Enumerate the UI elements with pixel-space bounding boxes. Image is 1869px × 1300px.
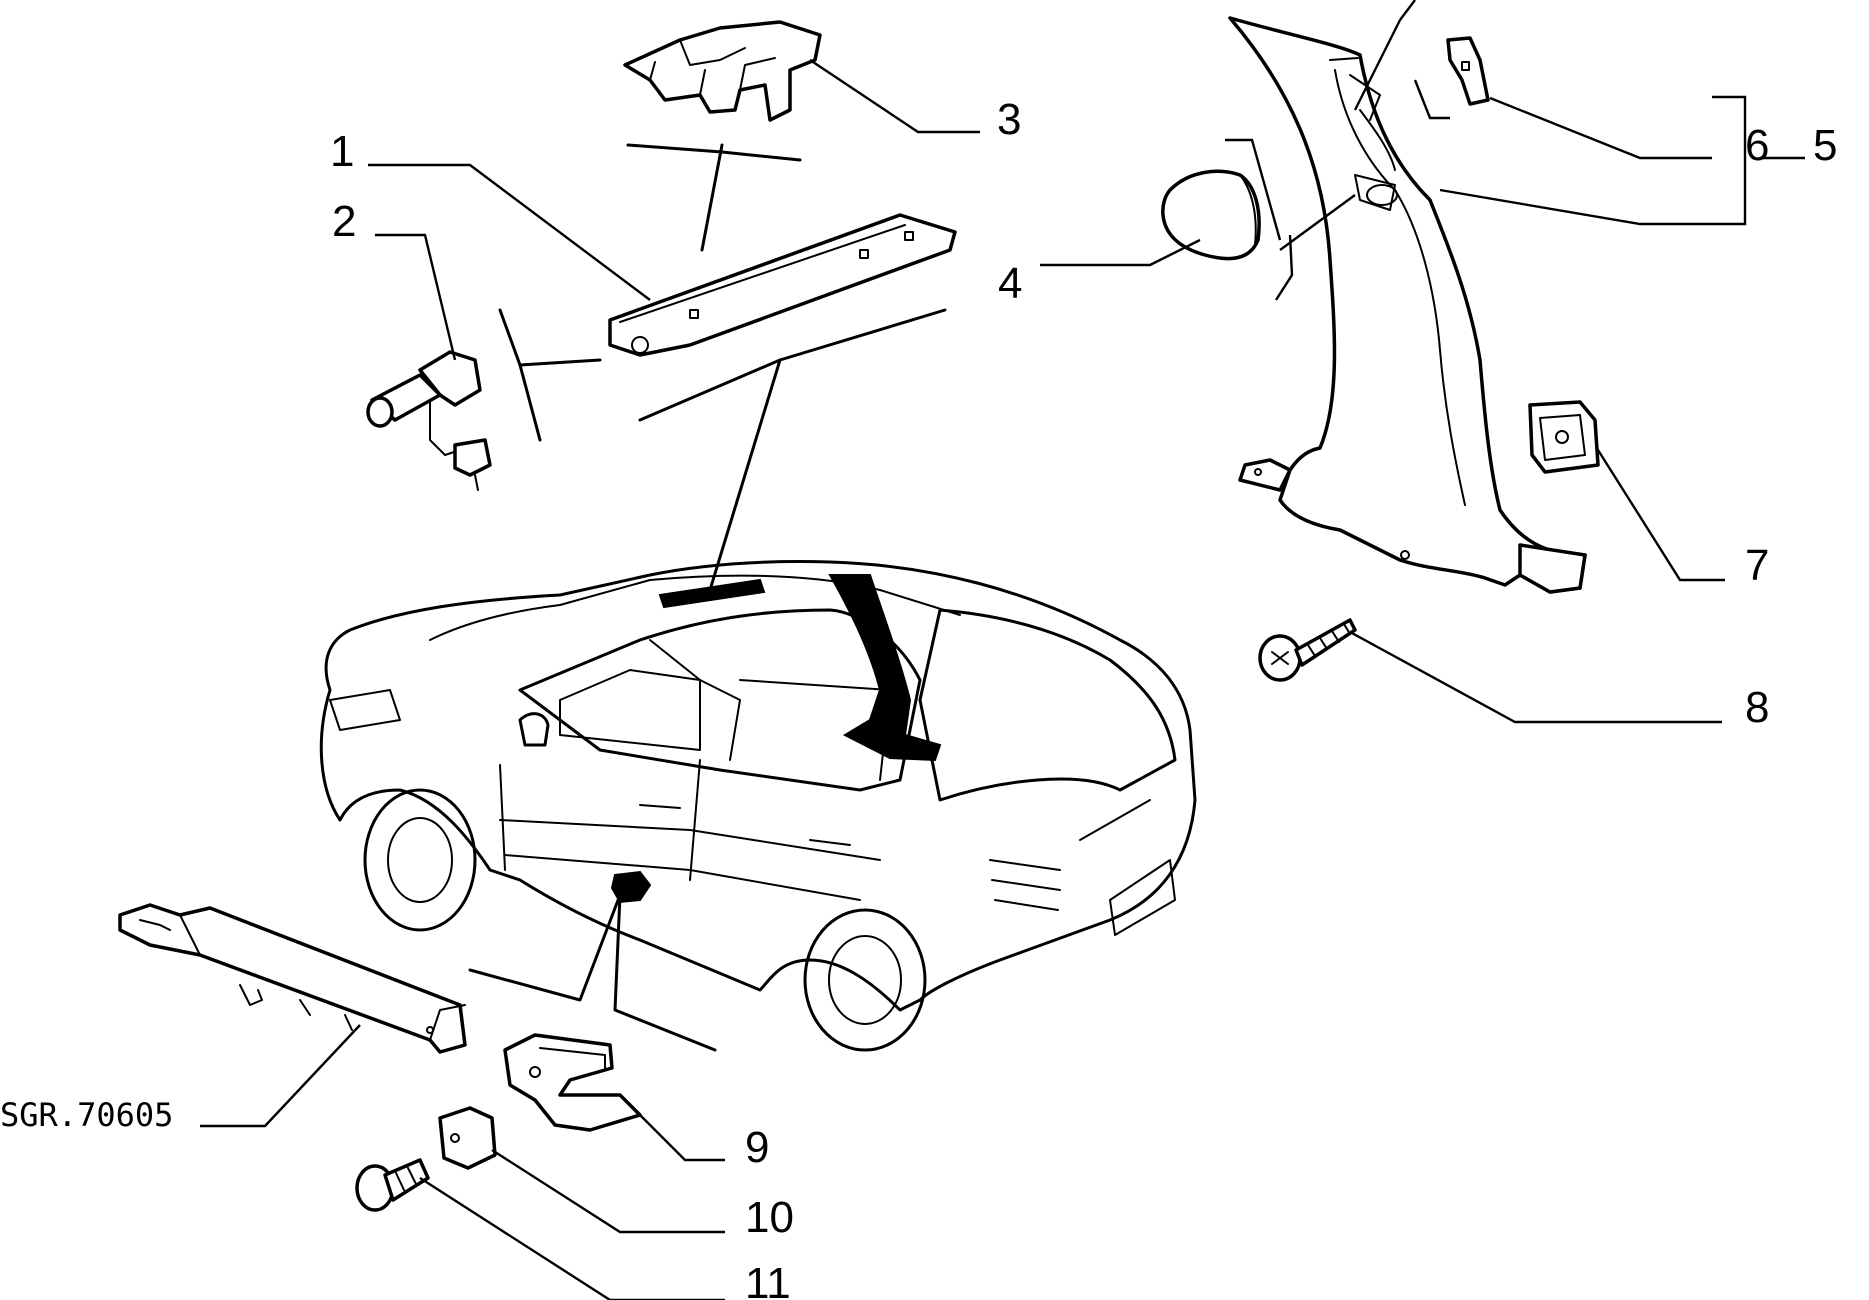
callout-11: 11 xyxy=(745,1259,791,1300)
b-pillar-trim-part xyxy=(1228,16,1587,594)
clip-cube-part xyxy=(438,1106,497,1170)
fastener-part xyxy=(355,1158,430,1212)
callout-7: 7 xyxy=(1745,541,1769,590)
callout-2: 2 xyxy=(332,197,356,246)
callout-3: 3 xyxy=(997,95,1021,144)
callout-9: 9 xyxy=(745,1123,769,1172)
screw-part xyxy=(1258,618,1357,682)
callout-6: 6 xyxy=(1745,121,1769,170)
rail-part xyxy=(118,903,467,1054)
latch-part xyxy=(503,1033,642,1132)
pointer-lines xyxy=(468,143,947,1052)
callout-5: 5 xyxy=(1813,121,1837,170)
car-illustration xyxy=(319,560,1197,1052)
small-clip-part xyxy=(1446,36,1490,106)
bulb-holder-part xyxy=(366,350,492,491)
callout-10: 10 xyxy=(745,1193,794,1242)
callout-labels: 1 2 3 4 5 6 7 8 9 10 11 SGR.70605 xyxy=(0,95,1837,1300)
nut-clip-part xyxy=(1528,400,1600,474)
callout-8: 8 xyxy=(1745,683,1769,732)
leader-lines xyxy=(200,0,1805,1300)
callout-1: 1 xyxy=(330,127,354,176)
reference-code: SGR.70605 xyxy=(0,1096,173,1134)
cover-cap-part xyxy=(1161,169,1261,261)
roof-trim-part xyxy=(608,213,957,357)
clip-bracket-part xyxy=(623,20,822,122)
callout-4: 4 xyxy=(998,259,1022,308)
